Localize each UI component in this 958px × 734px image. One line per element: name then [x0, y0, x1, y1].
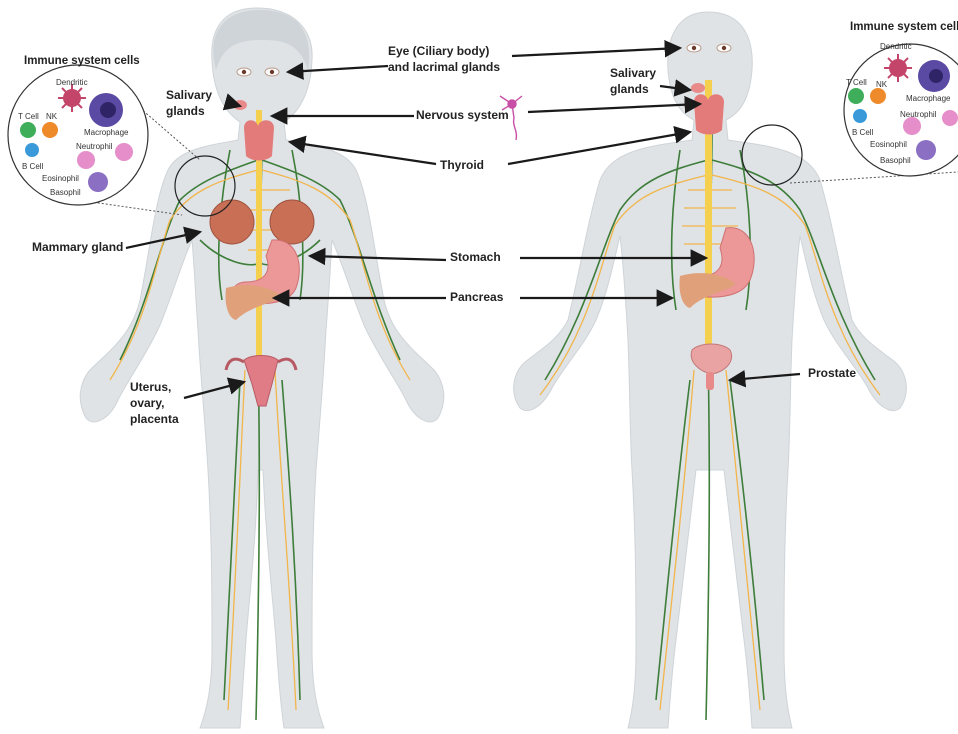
b-cell-icon	[25, 143, 39, 157]
male-thyroid	[694, 94, 724, 134]
neutrophil-cell-icon	[77, 151, 95, 169]
nk-cell-icon	[42, 122, 58, 138]
label-stomach: Stomach	[450, 250, 501, 265]
cell-label-nk-right: NK	[876, 80, 887, 89]
t-cell-icon	[20, 122, 36, 138]
cell-label-t-cell-right: T Cell	[846, 78, 867, 87]
label-uterus-line1: Uterus,	[130, 380, 171, 395]
neutrophil2-cell-icon-right	[942, 110, 958, 126]
immune-panel-title-right: Immune system cells	[850, 20, 958, 35]
nk-cell-icon-right	[870, 88, 886, 104]
male-salivary-gland	[691, 83, 705, 93]
dendritic-cell-icon-right	[884, 54, 912, 82]
t-cell-icon-right	[848, 88, 864, 104]
cell-label-t-cell: T Cell	[18, 112, 39, 121]
label-mammary-gland: Mammary gland	[32, 240, 123, 255]
basophil-cell-icon	[88, 172, 108, 192]
cell-label-dendritic: Dendritic	[56, 78, 88, 87]
cell-label-macrophage-right: Macrophage	[906, 94, 950, 103]
arrow-nervous-male	[528, 104, 700, 112]
cell-label-b-cell: B Cell	[22, 162, 43, 171]
cell-label-b-cell-right: B Cell	[852, 128, 873, 137]
label-salivary-male: Salivary	[610, 66, 656, 81]
cell-label-neutrophil: Neutrophil	[76, 142, 112, 151]
neutrophil-cell-icon-right	[903, 117, 921, 135]
cell-label-basophil-right: Basophil	[880, 156, 911, 165]
cell-label-macrophage: Macrophage	[84, 128, 128, 137]
neutrophil2-cell-icon	[115, 143, 133, 161]
label-eye-line2: and lacrimal glands	[388, 60, 500, 75]
female-breast-left	[210, 200, 254, 244]
cell-label-eosinophil: Eosinophil	[42, 174, 79, 183]
label-uterus-line3: placenta	[130, 412, 179, 427]
label-pancreas: Pancreas	[450, 290, 503, 305]
female-thyroid	[244, 120, 274, 160]
cell-label-nk: NK	[46, 112, 57, 121]
label-prostate: Prostate	[808, 366, 856, 381]
label-nervous-system: Nervous system	[416, 108, 509, 123]
cell-label-neutrophil-right: Neutrophil	[900, 110, 936, 119]
macrophage-cell-icon-right	[918, 60, 950, 92]
dendritic-cell-icon	[58, 84, 86, 112]
immune-panel-title-left: Immune system cells	[24, 54, 140, 69]
basophil-cell-icon-right	[916, 140, 936, 160]
cell-label-dendritic-right: Dendritic	[880, 42, 912, 51]
label-salivary-male-line2: glands	[610, 82, 649, 97]
label-uterus-line2: ovary,	[130, 396, 164, 411]
label-salivary-female: Salivary	[166, 88, 212, 103]
cell-label-eosinophil-right: Eosinophil	[870, 140, 907, 149]
label-thyroid: Thyroid	[440, 158, 484, 173]
label-salivary-female-line2: glands	[166, 104, 205, 119]
female-breast-right	[270, 200, 314, 244]
arrow-eye-male	[512, 48, 680, 56]
macrophage-cell-icon	[89, 93, 123, 127]
cell-label-basophil: Basophil	[50, 188, 81, 197]
label-eye-line1: Eye (Ciliary body)	[388, 44, 489, 59]
b-cell-icon-right	[853, 109, 867, 123]
